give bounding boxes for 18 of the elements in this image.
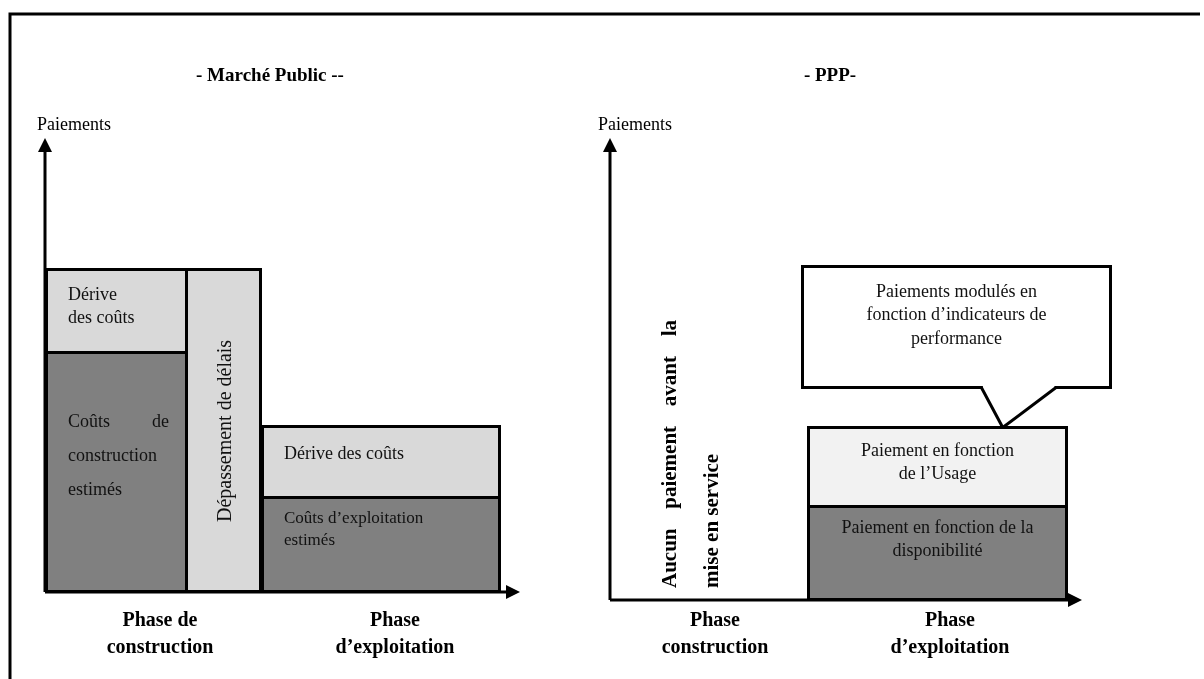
cost-block: Dérive des coûts [261,425,501,499]
callout-box: Paiements modulés en fonction d’indicateurs de performance [801,265,1112,389]
callout-pointer [979,386,1058,429]
axis-label: Phase d’exploitation [334,607,456,660]
axis-label: Paiements [598,114,673,135]
cost-block: Coûts d’exploitation estimés [261,496,501,593]
axis-label: Phase construction [660,607,770,659]
rotated-note: Aucun paiement avant la mise en service [656,320,724,588]
chart-title: - PPP- [802,63,858,87]
axis-label: Phase de construction [105,607,215,659]
axis-label: Phase d’exploitation [889,607,1011,660]
payment-block: Paiement en fonction de la disponibilité [807,505,1068,601]
payment-block: Paiement en fonction de l’Usage [807,426,1068,508]
delay-block: Dépassement de délais [185,268,262,593]
cost-block: Dérive des coûts [45,268,188,354]
axis-label: Paiements [37,114,112,135]
chart-title: - Marché Public -- [195,63,345,87]
cost-block: Coûts de construction estimés [45,351,188,593]
